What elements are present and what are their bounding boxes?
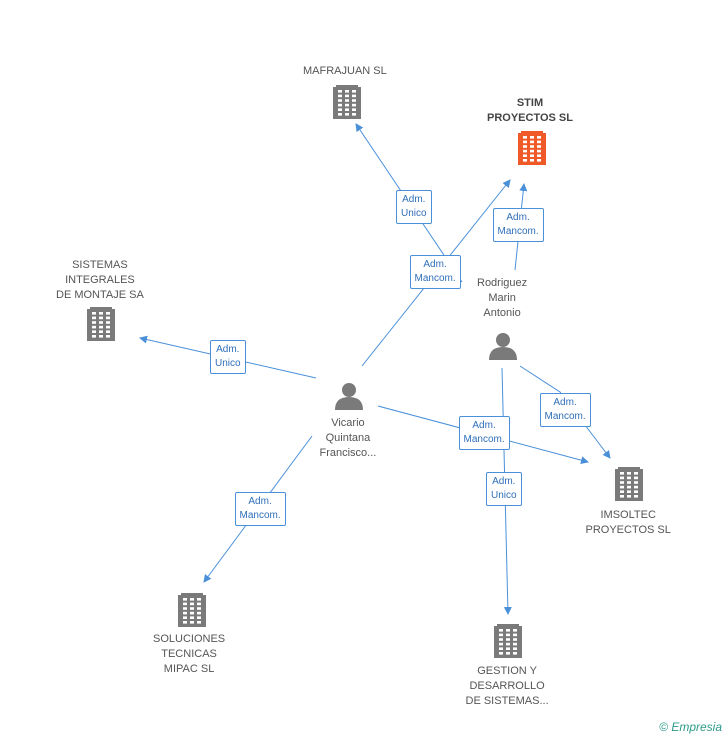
edge-label-vicario-stim[interactable]: Adm. Mancom. <box>409 255 461 289</box>
person-label-rodriguez[interactable]: Rodriguez Marin Antonio <box>477 277 528 319</box>
brand-name: Empresia <box>671 720 722 734</box>
company-label-mafrajuan[interactable]: MAFRAJUAN SL <box>303 65 387 77</box>
edge-label-rodriguez-gestion[interactable]: Adm. Unico <box>486 472 522 506</box>
company-label-soluciones[interactable]: SOLUCIONES TECNICAS MIPAC SL <box>153 633 226 675</box>
edge-label-vicario-sistemas[interactable]: Adm. Unico <box>210 340 246 374</box>
building-icon-sistemas[interactable] <box>87 307 115 341</box>
person-icon-rodriguez[interactable] <box>489 333 517 360</box>
company-label-gestion[interactable]: GESTION Y DESARROLLO DE SISTEMAS... <box>465 665 549 707</box>
company-label-imsoltec[interactable]: IMSOLTEC PROYECTOS SL <box>585 509 671 536</box>
brand-logo: © Empresia <box>659 720 722 734</box>
building-icon-stim[interactable] <box>518 131 546 165</box>
edge-label-rodriguez-imsoltec[interactable]: Adm. Mancom. <box>539 393 591 427</box>
building-icon-gestion[interactable] <box>494 624 522 658</box>
company-label-stim[interactable]: STIM PROYECTOS SL <box>487 97 573 124</box>
person-label-vicario[interactable]: Vicario Quintana Francisco... <box>319 417 377 459</box>
copyright-symbol: © <box>659 720 668 734</box>
edge-rodriguez-imsoltec <box>519 365 611 459</box>
edge-label-vicario-soluciones[interactable]: Adm. Mancom. <box>234 492 286 526</box>
building-icon-imsoltec[interactable] <box>615 467 643 501</box>
building-icon-soluciones[interactable] <box>178 593 206 627</box>
company-label-sistemas[interactable]: SISTEMAS INTEGRALES DE MONTAJE SA <box>56 259 144 301</box>
person-icon-vicario[interactable] <box>335 383 363 410</box>
edge-label-vicario-imsoltec[interactable]: Adm. Mancom. <box>458 416 510 450</box>
building-icon-mafrajuan[interactable] <box>333 85 361 119</box>
edge-label-rodriguez-mafrajuan[interactable]: Adm. Unico <box>396 190 432 224</box>
edge-label-rodriguez-stim[interactable]: Adm. Mancom. <box>492 208 544 242</box>
